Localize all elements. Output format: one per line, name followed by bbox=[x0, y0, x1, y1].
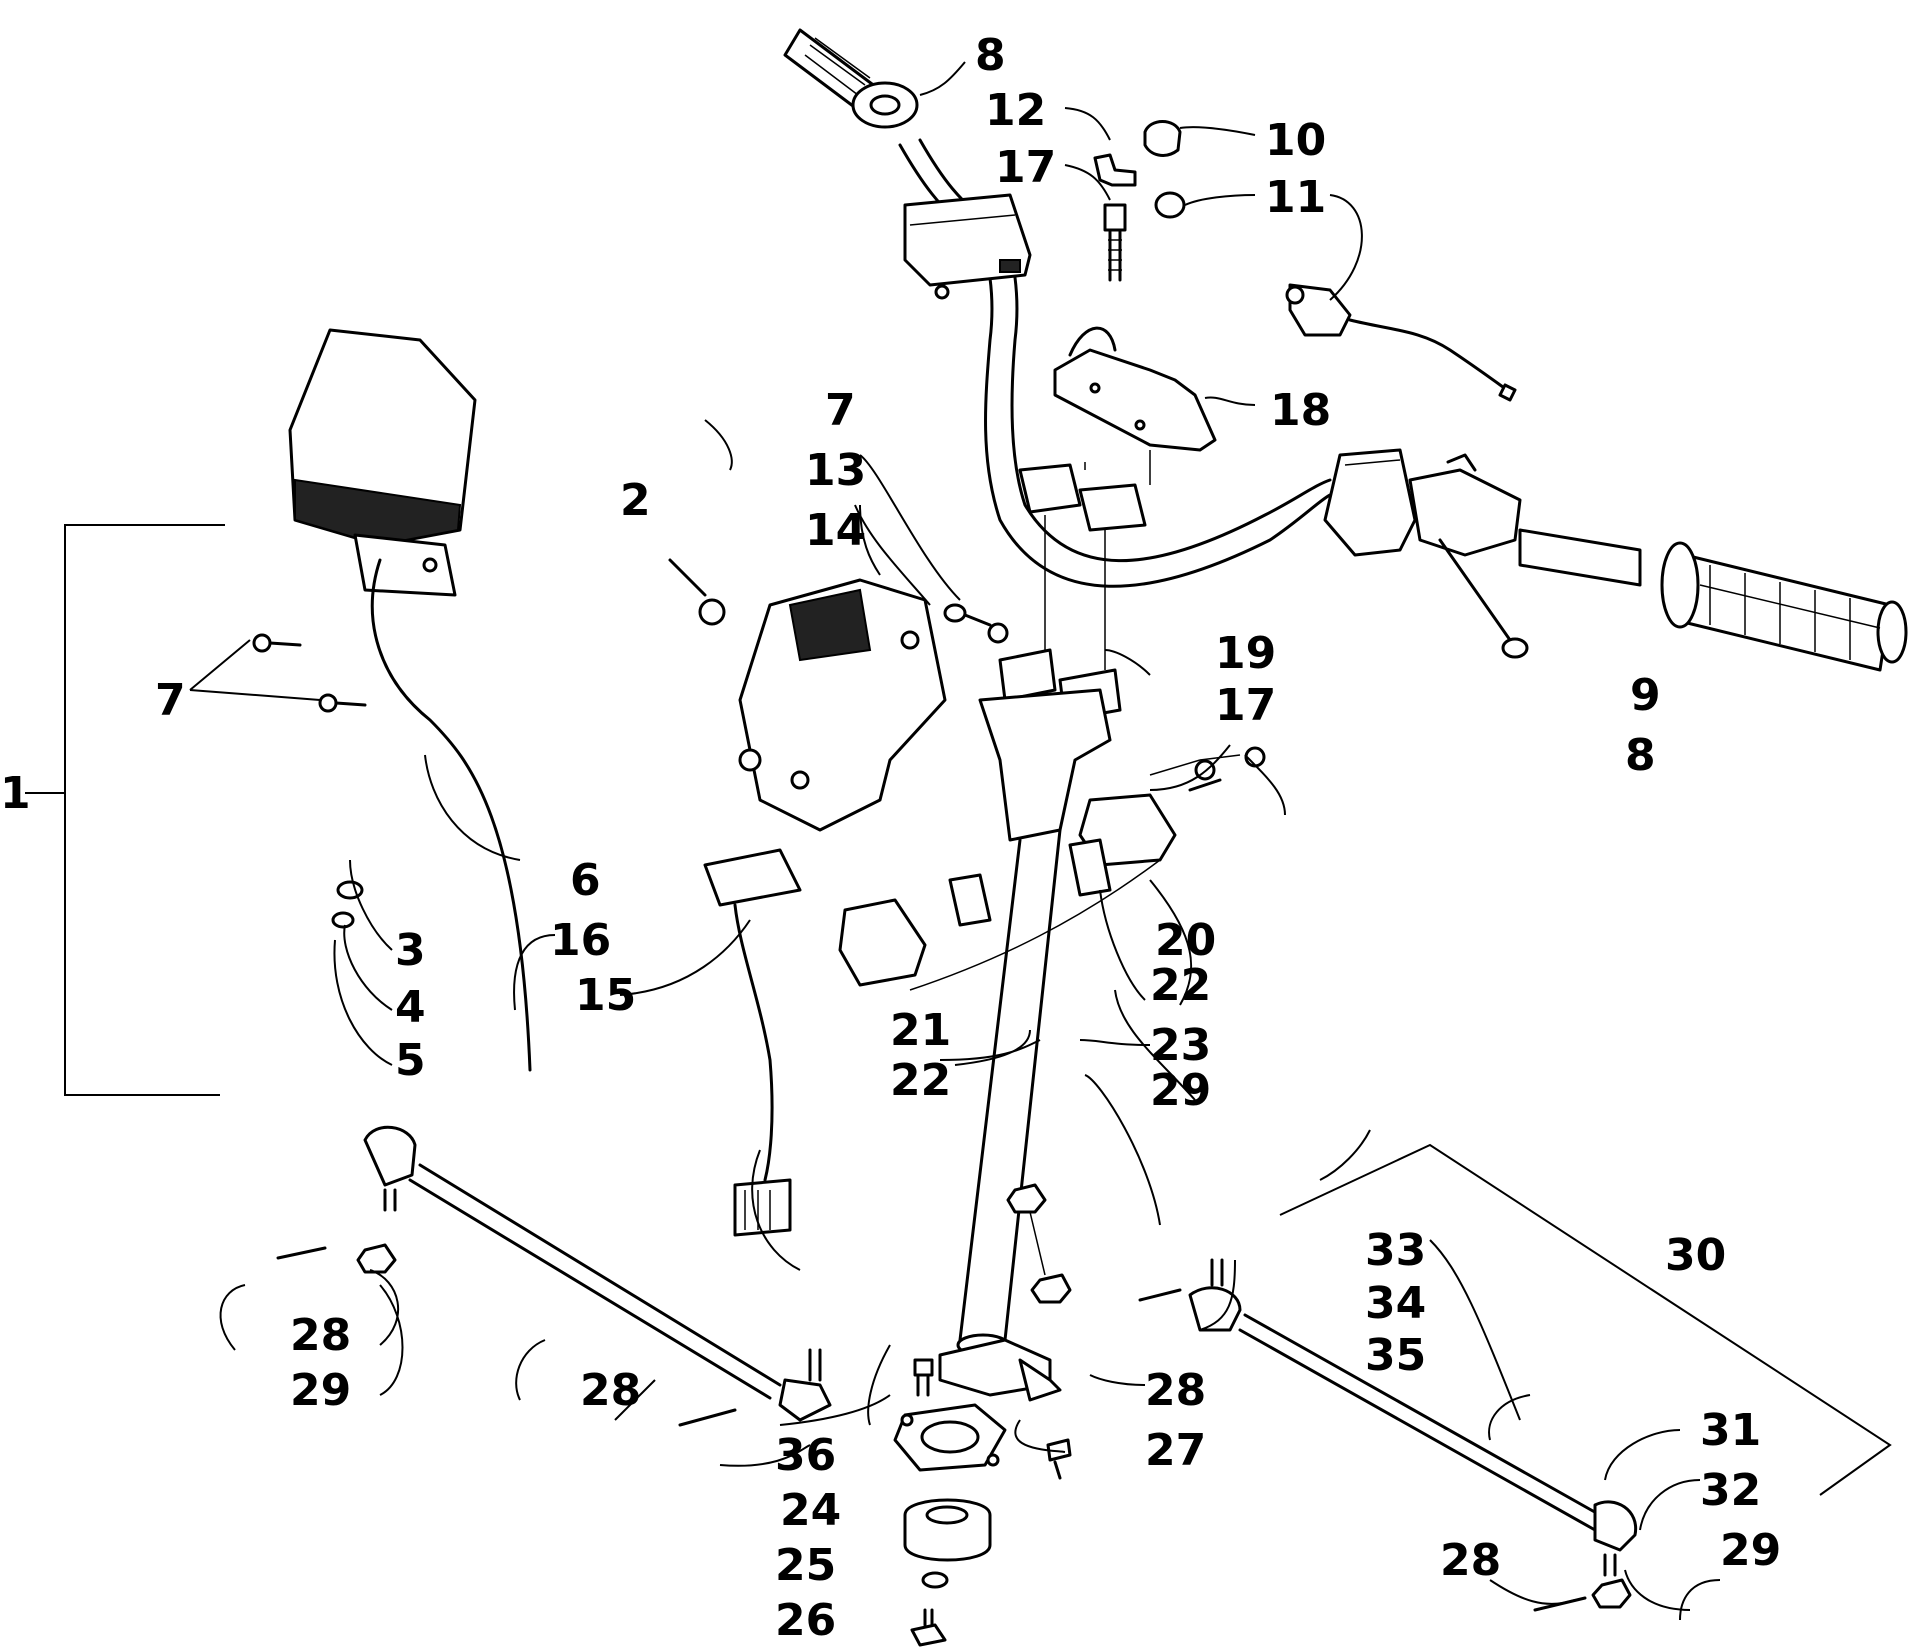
callout-5: 5 bbox=[395, 1035, 426, 1086]
callout-29-left: 29 bbox=[290, 1365, 351, 1416]
callout-16: 16 bbox=[550, 915, 611, 966]
callout-20: 20 bbox=[1155, 915, 1216, 966]
callout-7-left: 7 bbox=[155, 675, 186, 726]
bracket-18 bbox=[1053, 203, 1217, 452]
callout-28-left: 28 bbox=[290, 1310, 351, 1361]
group-1-bracket bbox=[25, 524, 225, 1096]
callout-31: 31 bbox=[1700, 1405, 1761, 1456]
group-30-bracket bbox=[1279, 1143, 1892, 1496]
callout-29-column: 29 bbox=[1150, 1065, 1211, 1116]
callout-12: 12 bbox=[985, 85, 1046, 136]
callout-19: 19 bbox=[1215, 628, 1276, 679]
callout-14: 14 bbox=[805, 505, 866, 556]
callout-25: 25 bbox=[775, 1540, 836, 1591]
callout-28-right: 28 bbox=[1145, 1365, 1206, 1416]
callout-32: 32 bbox=[1700, 1465, 1761, 1516]
meter-bolts bbox=[252, 633, 367, 713]
callout-28-center: 28 bbox=[580, 1365, 641, 1416]
callout-17-mid: 17 bbox=[1215, 680, 1276, 731]
bolts-2-7-13 bbox=[668, 558, 1009, 644]
column-clamps bbox=[838, 746, 1266, 991]
callout-numbers: 1 2 3 4 5 6 7 7 8 8 9 10 11 12 13 14 15 … bbox=[0, 30, 1781, 1646]
handlebar bbox=[783, 28, 1642, 659]
left-tie-rod bbox=[276, 1125, 832, 1427]
callout-2: 2 bbox=[620, 475, 651, 526]
callout-36: 36 bbox=[775, 1430, 836, 1481]
callout-34: 34 bbox=[1365, 1278, 1426, 1329]
callout-7-top: 7 bbox=[825, 385, 856, 436]
left-grip bbox=[783, 28, 919, 129]
bearing-stack bbox=[893, 1358, 1072, 1647]
callout-15: 15 bbox=[575, 970, 636, 1021]
ignition-parts bbox=[1093, 120, 1517, 402]
callout-26: 26 bbox=[775, 1595, 836, 1646]
callout-30: 30 bbox=[1665, 1230, 1726, 1281]
callout-33: 33 bbox=[1365, 1225, 1426, 1276]
callout-17-top: 17 bbox=[995, 142, 1056, 193]
callout-1: 1 bbox=[0, 768, 31, 819]
callout-6: 6 bbox=[570, 855, 601, 906]
right-grip bbox=[1660, 541, 1908, 672]
callout-27: 27 bbox=[1145, 1425, 1206, 1476]
speedometer-1 bbox=[288, 328, 532, 1072]
headlight-pod bbox=[738, 578, 947, 832]
callout-8-top: 8 bbox=[975, 30, 1006, 81]
callout-22-left: 22 bbox=[890, 1055, 951, 1106]
callout-29-bottom: 29 bbox=[1720, 1525, 1781, 1576]
callout-11: 11 bbox=[1265, 172, 1326, 223]
callout-10: 10 bbox=[1265, 115, 1326, 166]
callout-13: 13 bbox=[805, 445, 866, 496]
callout-8-right: 8 bbox=[1625, 730, 1656, 781]
right-control-housing bbox=[1323, 448, 1529, 659]
column-nuts bbox=[1006, 1183, 1072, 1304]
callout-23: 23 bbox=[1150, 1020, 1211, 1071]
callout-24: 24 bbox=[780, 1485, 841, 1536]
callout-3: 3 bbox=[395, 925, 426, 976]
callout-28-bottom: 28 bbox=[1440, 1535, 1501, 1586]
wiring-harness-15 bbox=[703, 848, 802, 1237]
callout-4: 4 bbox=[395, 982, 426, 1033]
callout-9: 9 bbox=[1630, 670, 1661, 721]
right-tie-rod bbox=[1138, 1258, 1638, 1612]
left-switch-housing bbox=[903, 193, 1032, 300]
steering-column bbox=[938, 688, 1112, 1402]
leader-lines bbox=[189, 61, 1721, 1621]
callout-22-right: 22 bbox=[1150, 960, 1211, 1011]
callout-21: 21 bbox=[890, 1005, 951, 1056]
callout-18: 18 bbox=[1270, 385, 1331, 436]
callout-35: 35 bbox=[1365, 1330, 1426, 1381]
